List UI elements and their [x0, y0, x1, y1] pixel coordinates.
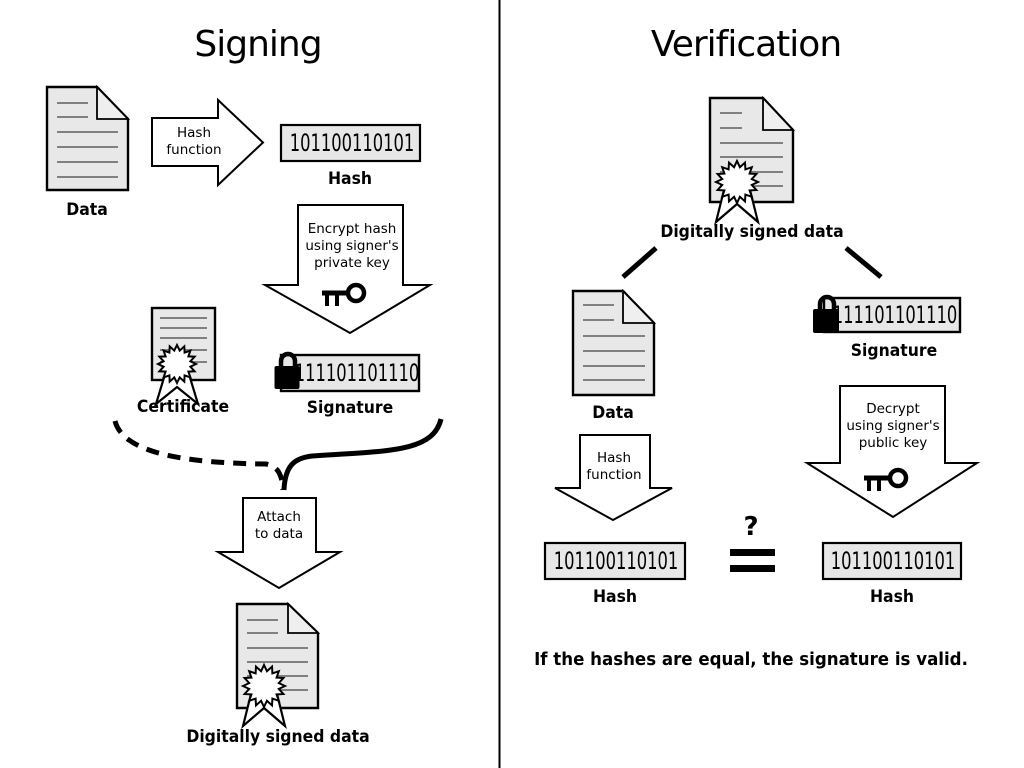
seal-rosette-icon — [155, 342, 199, 386]
hash-value-box — [543, 541, 687, 581]
hash-label: Hash — [869, 587, 915, 607]
signed-data-label: Digitally signed data — [186, 727, 370, 747]
document-icon — [45, 84, 131, 192]
brace-solid-from-signature — [281, 418, 444, 491]
hash-value: 101100110101 — [830, 547, 956, 575]
encrypt-arrow-label: Encrypt hash using signer's private key — [305, 221, 399, 271]
down-arrow-attach — [214, 497, 344, 590]
hash-label: Hash — [327, 169, 373, 189]
hash-value-box — [279, 123, 422, 163]
hash-value: 101100110101 — [553, 547, 679, 575]
padlock-icon — [813, 294, 839, 333]
signature-label: Signature — [850, 341, 938, 361]
key-icon — [864, 467, 909, 491]
signature-value: 111101101110 — [832, 301, 958, 329]
signed-data-label: Digitally signed data — [660, 222, 844, 242]
certificate-label: Certificate — [136, 397, 230, 417]
connector-line-right — [844, 246, 883, 279]
padlock-icon — [274, 351, 300, 389]
seal-rosette-icon — [240, 662, 288, 710]
down-arrow-decrypt — [803, 385, 981, 519]
question-mark: ? — [743, 512, 759, 542]
document-icon — [571, 288, 657, 397]
signature-value-box — [822, 296, 962, 334]
conclusion-text: If the hashes are equal, the signature i… — [534, 650, 968, 670]
verification-title: Verification — [650, 24, 842, 65]
signed-document-icon — [235, 601, 321, 730]
hash-label: Hash — [592, 587, 638, 607]
decrypt-arrow-label: Decrypt using signer's public key — [846, 401, 940, 451]
certificate-icon — [150, 306, 217, 408]
connector-line-left — [621, 246, 658, 279]
signature-label: Signature — [306, 398, 394, 418]
hash-value: 101100110101 — [289, 129, 415, 157]
down-arrow-encrypt — [261, 204, 434, 335]
signed-document-icon — [708, 95, 796, 226]
key-icon — [322, 282, 367, 306]
data-doc-label: Data — [66, 200, 108, 220]
hash-value-box — [821, 541, 963, 581]
attach-arrow-label: Attach to data — [254, 509, 304, 542]
equals-sign — [730, 549, 775, 572]
signing-title: Signing — [194, 24, 322, 65]
hash-function-arrow-label: Hash function — [586, 450, 642, 483]
right-arrow-hash-function — [151, 97, 265, 188]
seal-rosette-icon — [713, 158, 761, 206]
brace-dashed-from-certificate — [112, 420, 286, 491]
signature-value: 111101101110 — [294, 359, 420, 387]
data-doc-label: Data — [592, 403, 634, 423]
down-arrow-hash-function — [554, 434, 673, 522]
hash-function-arrow-label: Hash function — [166, 125, 222, 158]
